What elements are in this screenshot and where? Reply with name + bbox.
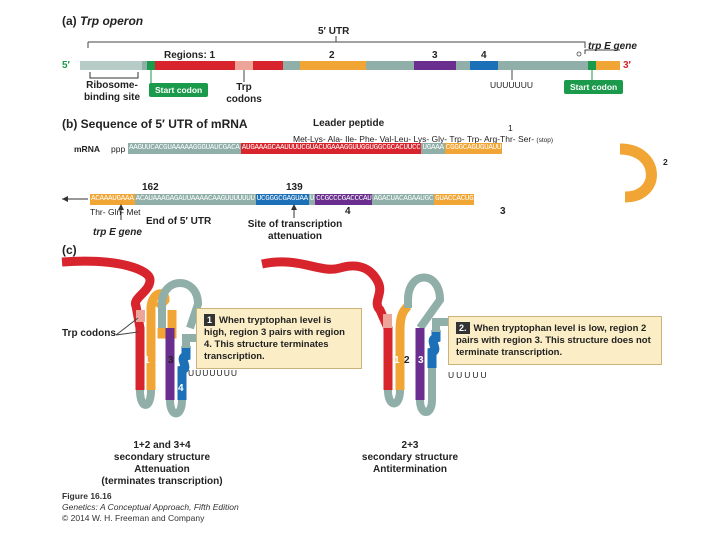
trpE-gene-label: trp E gene (93, 227, 142, 238)
right-stem-3-label: 3 (418, 355, 424, 366)
five-prime-label: 5′ (62, 60, 70, 71)
region-4-label: 4 (481, 50, 487, 61)
region-4-number: 4 (345, 206, 351, 217)
region-1-number: 1 (508, 123, 513, 133)
attenuation-site-label: Site of transcription attenuation (247, 219, 343, 242)
right-region-1-strand (261, 257, 393, 390)
region-3-number: 3 (500, 206, 506, 217)
right-trp-codons (383, 314, 392, 328)
region-3-bar (414, 61, 456, 70)
region-2-label: 2 (329, 50, 335, 61)
panel-a-title: (a) Trp operon (62, 14, 144, 28)
start-codon-mark-2 (588, 61, 596, 70)
region-1-bar (155, 61, 235, 70)
start-codon-box-1: Start codon (149, 83, 209, 97)
region-1-bar-b (253, 61, 283, 70)
left-trp-codons (136, 310, 145, 322)
three-prime-label: 3′ (623, 60, 631, 71)
region-3-label: 3 (432, 50, 438, 61)
operon-diagram (80, 36, 620, 83)
panel-b-title: (b) Sequence of 5′ UTR of mRNA (62, 117, 248, 131)
sequence-top-row: AAGUUCACGUAAAAAGGGUAUCGACA AUGAAAGCAAUUU… (128, 143, 503, 154)
left-stem-4-label: 4 (178, 383, 184, 394)
regions-label: Regions: 1 (164, 50, 216, 61)
start-codon-mark-1 (147, 61, 155, 70)
left-region-1-strand (61, 256, 155, 390)
utr-sequence-loop (62, 143, 657, 203)
utr-label: 5′ UTR (318, 26, 350, 37)
right-uuu: UUUUU (448, 370, 489, 380)
secondary-structures (61, 256, 482, 418)
region-2-number: 2 (663, 157, 668, 167)
sequence-bottom-row: ACAAAUGAAA ACAUAAAGAGAUUAAAACAAGUUUUUUU … (90, 194, 475, 205)
trp-codons-label: Trp codons (226, 82, 262, 105)
ppp-label: ppp (111, 144, 126, 154)
trpE-label: trp E gene (588, 41, 637, 52)
right-loop (404, 273, 445, 331)
figure-credit: Figure 16.16 Genetics: A Conceptual Appr… (62, 491, 239, 523)
start-codon-box-2: Start codon (564, 80, 624, 94)
trpE-bar (596, 61, 620, 70)
rbs-label: Ribosome-binding site (83, 80, 141, 103)
left-stem-1-label: 1 (144, 355, 150, 366)
right-caption: 2+3 secondary structure Antitermination (361, 440, 459, 475)
utr-bracket (87, 36, 586, 48)
panel-c-title: (c) (62, 243, 77, 257)
left-stem-2-label: 2 (155, 355, 161, 366)
end-utr-label: End of 5′ UTR (146, 216, 212, 227)
uuuuuuu-label: UUUUUUU (490, 80, 533, 90)
leader-peptide-label: Leader peptide (313, 118, 385, 129)
thr-gln-met: Thr- Gln- Met (90, 207, 141, 217)
left-caption: 1+2 and 3+4 secondary structure Attenuat… (101, 440, 223, 487)
position-139: 139 (286, 182, 303, 193)
position-162: 162 (142, 182, 159, 193)
rbs-bracket (89, 72, 139, 79)
left-loop-2 (158, 279, 203, 330)
callout-low-trp: 2.When tryptophan level is low, region 2… (448, 316, 662, 365)
trp-codon-bar (235, 61, 253, 70)
left-region-4-strand (177, 346, 191, 400)
right-region-2-strand (395, 302, 412, 390)
sequence-hairpin-loop (619, 143, 657, 203)
left-loop-1 (136, 389, 155, 409)
trp-codons-c-label: Trp codons (62, 328, 116, 339)
left-loop-3 (166, 399, 186, 418)
right-stem-2-label: 2 (404, 355, 410, 366)
right-region-4-strand (427, 330, 441, 368)
region-4-bar (470, 61, 498, 70)
left-stem-3-label: 3 (168, 355, 174, 366)
region-2-bar (300, 61, 366, 70)
operon-5prime-segment (80, 61, 142, 70)
mrna-label: mRNA (74, 144, 100, 154)
right-stem-1-label: 1 (394, 355, 400, 366)
peptide-sequence: Met-Lys- Ala- Ile- Phe- Val-Leu- Lys- Gl… (293, 134, 554, 144)
left-uuu: UUUUUUU (188, 368, 238, 378)
